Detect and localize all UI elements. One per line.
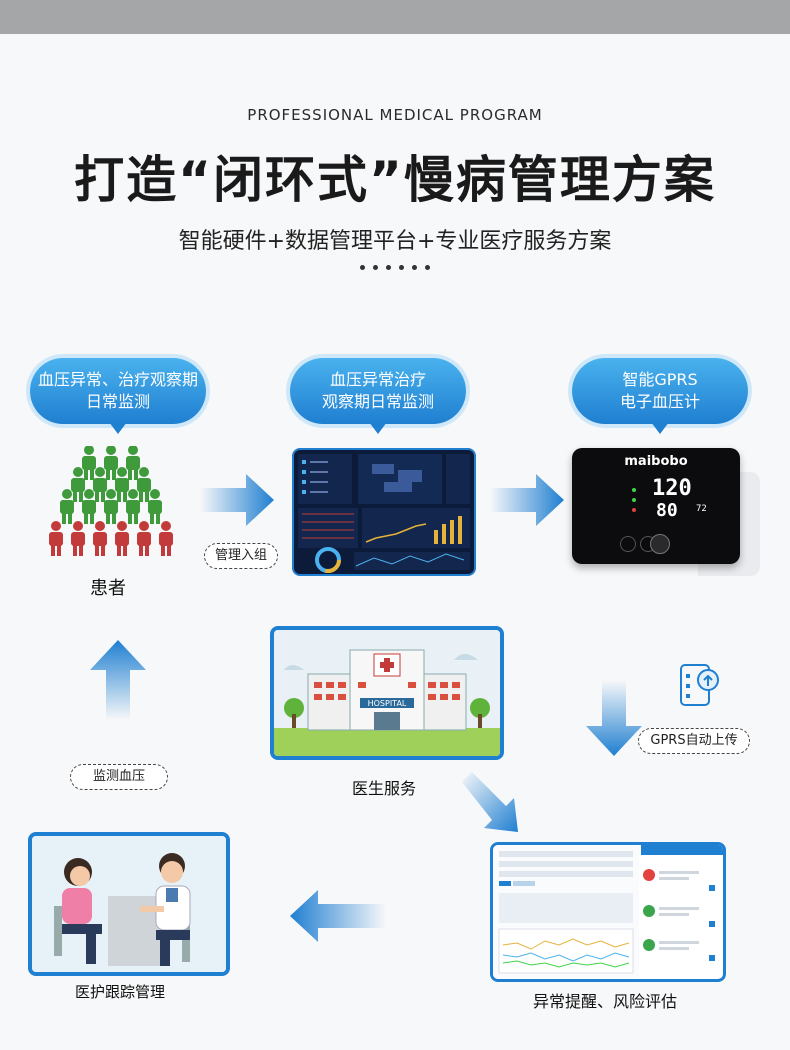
followup-panel xyxy=(28,832,230,976)
device-diastolic: 80 xyxy=(656,500,678,521)
blood-pressure-monitor: maibobo 120 80 72 xyxy=(568,444,764,584)
top-bar xyxy=(0,0,790,34)
bubble-platform: 血压异常治疗 观察期日常监测 xyxy=(290,358,466,434)
hospital-icon: HOSPITAL xyxy=(274,630,500,756)
device-systolic: 120 xyxy=(652,476,692,501)
hospital-sign: HOSPITAL xyxy=(368,699,407,708)
bubble-line: 血压异常、治疗观察期 xyxy=(37,370,198,389)
alert-screenshot xyxy=(490,842,726,982)
page-subtitle: 智能硬件+数据管理平台+专业医疗服务方案 xyxy=(178,229,612,254)
dashboard-chart-icon xyxy=(298,454,470,573)
english-heading: PROFESSIONAL MEDICAL PROGRAM xyxy=(247,106,543,124)
gprs-upload-tag: GPRS自动上传 xyxy=(638,728,750,754)
arrow-diagonal-icon xyxy=(462,772,518,832)
cloud-upload-icon xyxy=(680,664,719,706)
bubble-line: 观察期日常监测 xyxy=(321,392,434,411)
monitor-bp-tag: 监测血压 xyxy=(70,764,168,790)
patients-label: 患者 xyxy=(90,578,126,599)
alert-label: 异常提醒、风险评估 xyxy=(532,992,677,1011)
device-brand: maibobo xyxy=(624,454,688,469)
power-button[interactable] xyxy=(650,534,670,554)
dashboard-screenshot xyxy=(292,448,476,576)
manage-group-tag: 管理入组 xyxy=(204,543,278,569)
doctor-patient-icon xyxy=(32,836,226,972)
bubble-patient-condition: 血压异常、治疗观察期 日常监测 xyxy=(30,358,206,434)
bubble-line: 智能GPRS xyxy=(622,370,698,389)
bubble-line: 血压异常治疗 xyxy=(329,370,426,389)
doctor-service-label: 医生服务 xyxy=(351,779,416,798)
bubble-device: 智能GPRS 电子血压计 xyxy=(572,358,748,434)
page-title: 打造“闭环式”慢病管理方案 xyxy=(74,151,716,209)
hospital-panel: HOSPITAL xyxy=(270,626,504,760)
followup-label: 医护跟踪管理 xyxy=(74,983,165,1001)
bubble-line: 电子血压计 xyxy=(619,392,700,411)
arrow-left-icon xyxy=(290,890,386,942)
alert-dashboard-icon xyxy=(493,845,723,979)
dots-divider xyxy=(360,265,430,270)
bubble-line: 日常监测 xyxy=(85,392,150,411)
arrow-right-icon xyxy=(490,474,564,526)
patients-group-icon xyxy=(49,446,173,556)
device-button[interactable] xyxy=(620,536,636,552)
arrow-up-icon xyxy=(90,640,146,720)
arrow-right-icon xyxy=(200,474,274,526)
arrow-down-icon xyxy=(586,680,642,756)
device-pulse: 72 xyxy=(696,504,707,514)
